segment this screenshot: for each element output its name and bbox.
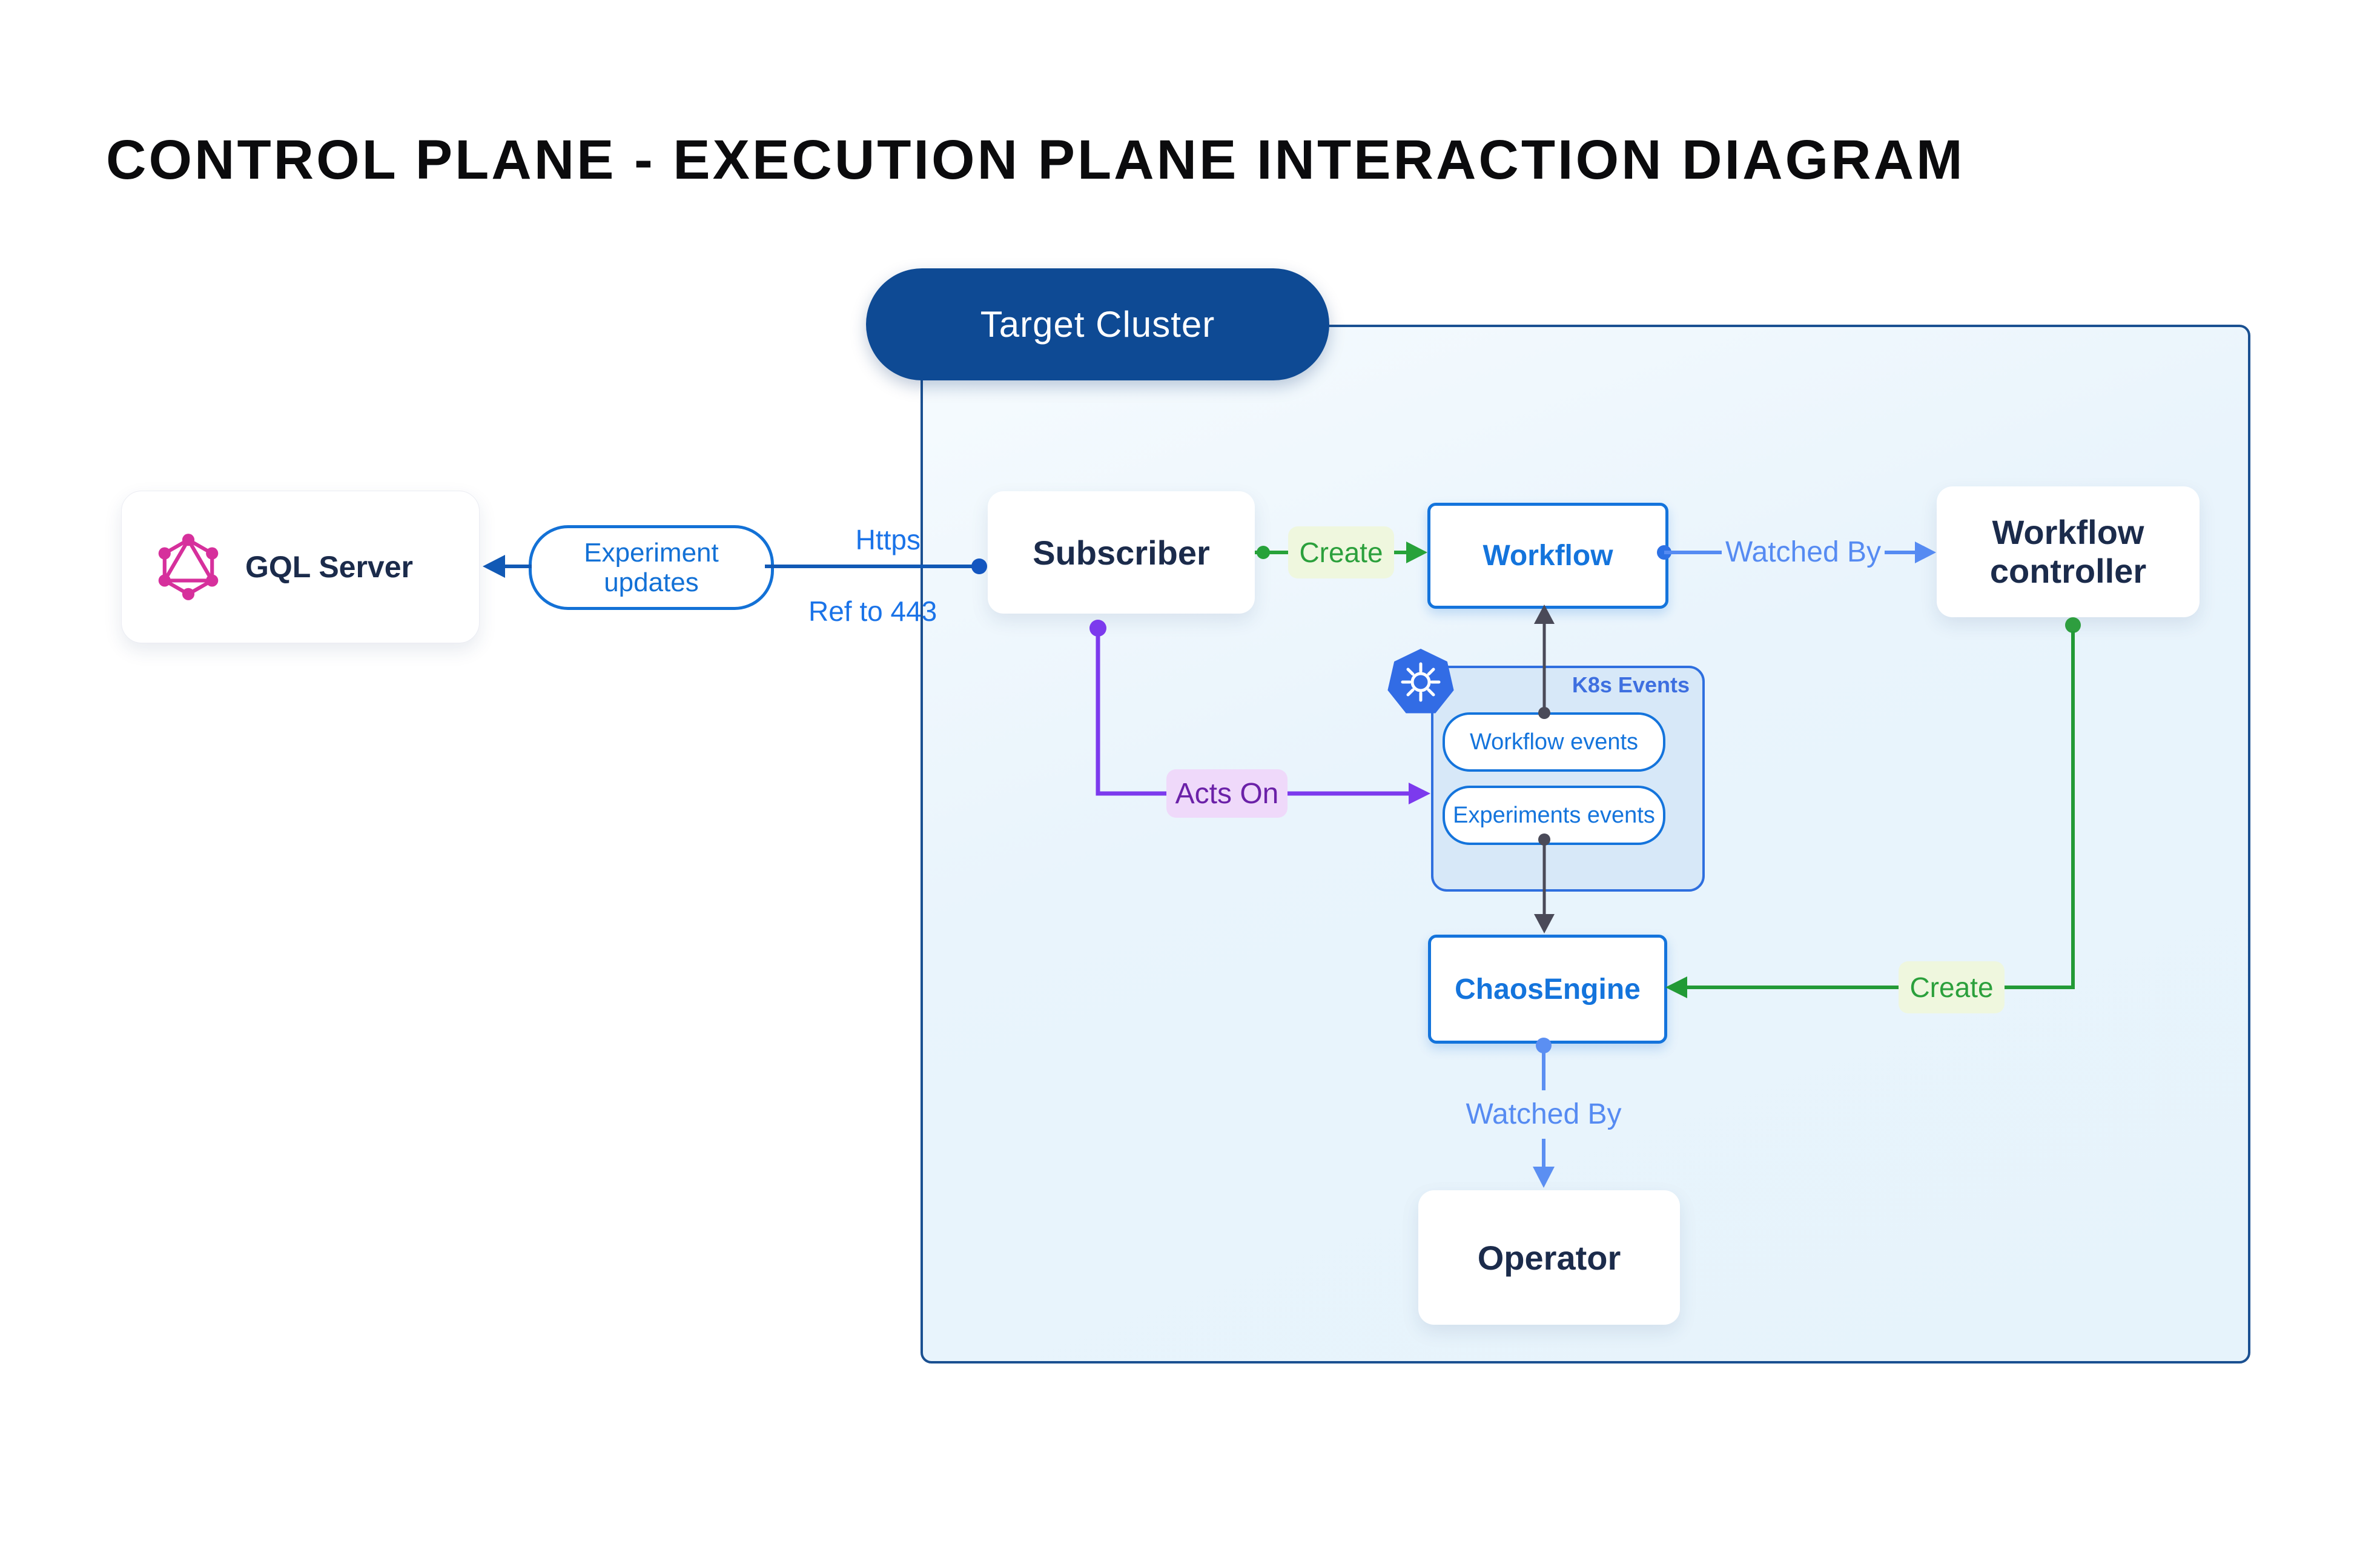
kubernetes-icon bbox=[1387, 649, 1454, 714]
edge-label-watched-by-operator: Watched By bbox=[1466, 1098, 1622, 1130]
target-cluster-label: Target Cluster bbox=[980, 304, 1215, 345]
edge-label-ref-to-443: Ref to 443 bbox=[808, 595, 937, 627]
node-gql-server[interactable]: GQL Server bbox=[121, 491, 480, 643]
node-workflow[interactable]: Workflow bbox=[1427, 503, 1668, 609]
page-title: CONTROL PLANE - EXECUTION PLANE INTERACT… bbox=[106, 129, 1965, 191]
workflow-controller-label: Workflow controller bbox=[1989, 512, 2147, 590]
workflow-label: Workflow bbox=[1483, 540, 1613, 572]
arrowhead-to-gql bbox=[483, 555, 505, 578]
k8s-events-label: K8s Events bbox=[1572, 672, 1690, 697]
graphql-icon bbox=[158, 534, 219, 600]
node-subscriber[interactable]: Subscriber bbox=[988, 491, 1255, 614]
node-workflow-controller[interactable]: Workflow controller bbox=[1937, 486, 2200, 617]
node-operator[interactable]: Operator bbox=[1418, 1190, 1680, 1325]
edge-label-experiment-updates: Experiment updates bbox=[529, 525, 774, 610]
edge-label-https: Https bbox=[855, 524, 921, 555]
node-chaosengine[interactable]: ChaosEngine bbox=[1428, 935, 1667, 1044]
node-workflow-events[interactable]: Workflow events bbox=[1443, 712, 1665, 772]
gql-server-label: GQL Server bbox=[245, 550, 414, 584]
subscriber-label: Subscriber bbox=[1033, 533, 1210, 572]
operator-label: Operator bbox=[1477, 1238, 1621, 1277]
edge-label-create-chaos: Create bbox=[1899, 961, 2005, 1013]
edge-label-watched-by-controller: Watched By bbox=[1725, 536, 1881, 568]
group-k8s-events bbox=[1431, 666, 1705, 892]
target-cluster-badge: Target Cluster bbox=[866, 268, 1329, 380]
edge-label-create-workflow: Create bbox=[1288, 526, 1394, 578]
node-experiments-events[interactable]: Experiments events bbox=[1443, 786, 1665, 845]
chaosengine-label: ChaosEngine bbox=[1455, 973, 1641, 1006]
edge-label-acts-on: Acts On bbox=[1166, 769, 1288, 818]
